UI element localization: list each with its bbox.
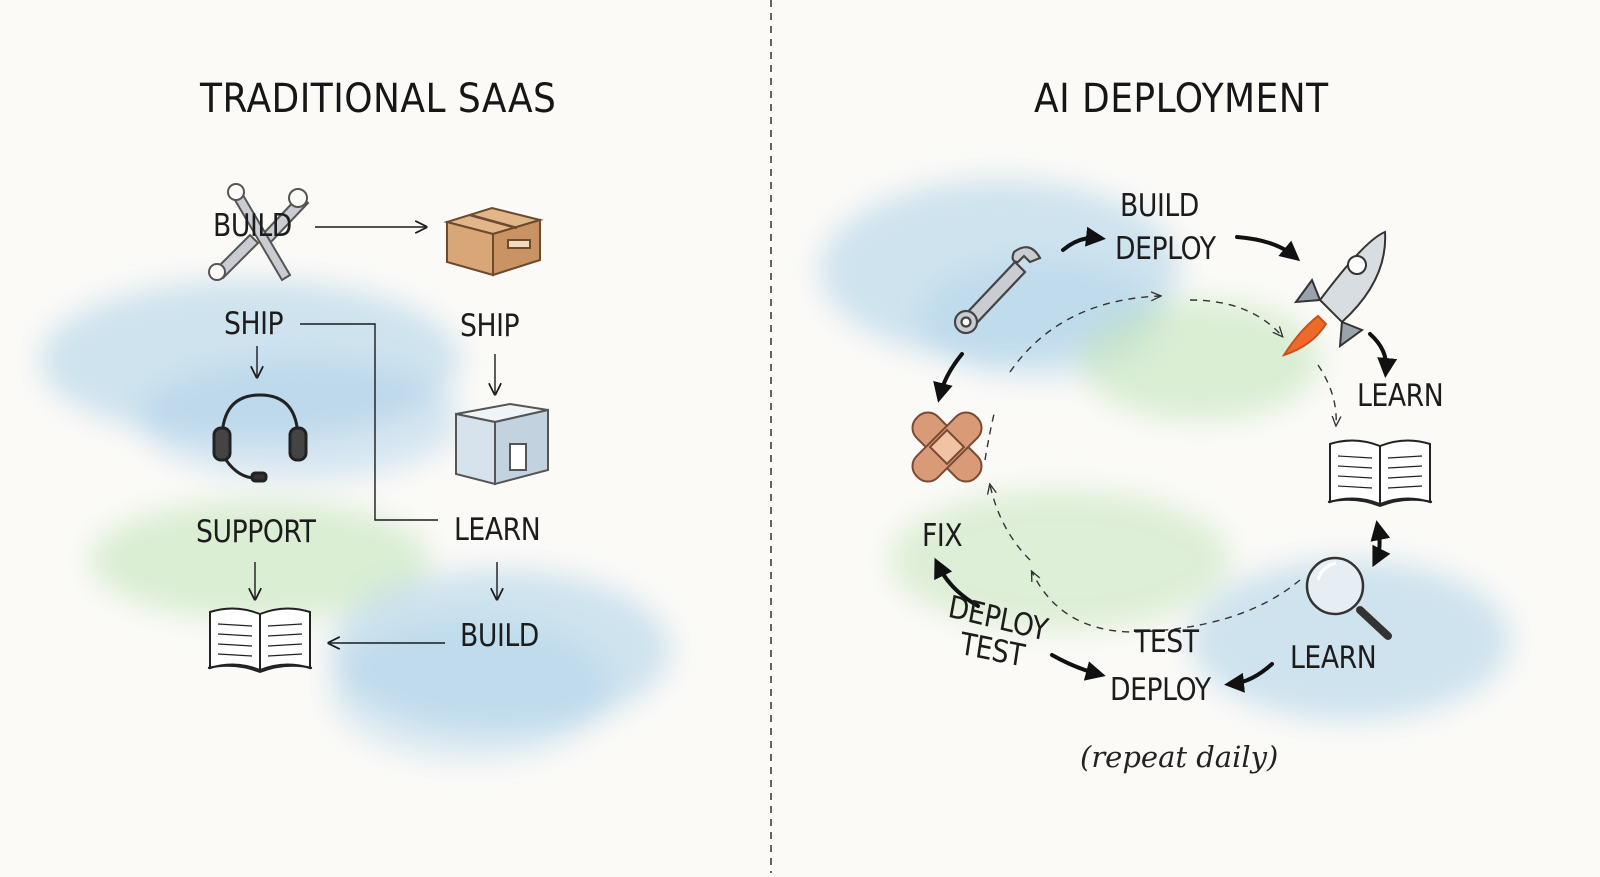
right-panel-title: AI DEPLOYMENT [1034, 76, 1329, 122]
left-flow-arrows [255, 227, 497, 643]
package-icon [443, 206, 544, 277]
right-bold-arrows [933, 226, 1398, 693]
magnifier-icon [1305, 556, 1392, 640]
bandage-icon [911, 411, 983, 483]
label-deploy-bottom: DEPLOY [1110, 672, 1211, 708]
label-support: SUPPORT [196, 514, 316, 550]
repeat-daily-note: (repeat daily) [1080, 740, 1279, 774]
book-icon [1327, 439, 1433, 508]
label-build: BUILD [1120, 188, 1199, 224]
wrench-icon [953, 246, 1042, 335]
left-panel-title: TRADITIONAL SAAS [200, 76, 557, 122]
label-fix: FIX [922, 518, 963, 554]
right-dashed-cycle [984, 296, 1336, 633]
label-learn-bottom: LEARN [1290, 640, 1377, 676]
headset-icon [212, 393, 308, 483]
label-ship-right: SHIP [460, 308, 520, 344]
label-learn-right: LEARN [1357, 378, 1444, 414]
book-icon [207, 607, 313, 674]
label-test-bottom: TEST [1134, 624, 1199, 660]
watercolor-washes [40, 180, 1510, 760]
wrench-icon [208, 183, 310, 282]
label-deploy-top: DEPLOY [1115, 231, 1216, 267]
label-learn: LEARN [454, 512, 541, 548]
label-build-bottom: BUILD [460, 618, 539, 654]
label-build-top: BUILD [213, 208, 292, 244]
rocket-icon [1281, 230, 1387, 357]
ice-cube-icon [455, 402, 549, 486]
label-ship-left: SHIP [224, 306, 284, 342]
